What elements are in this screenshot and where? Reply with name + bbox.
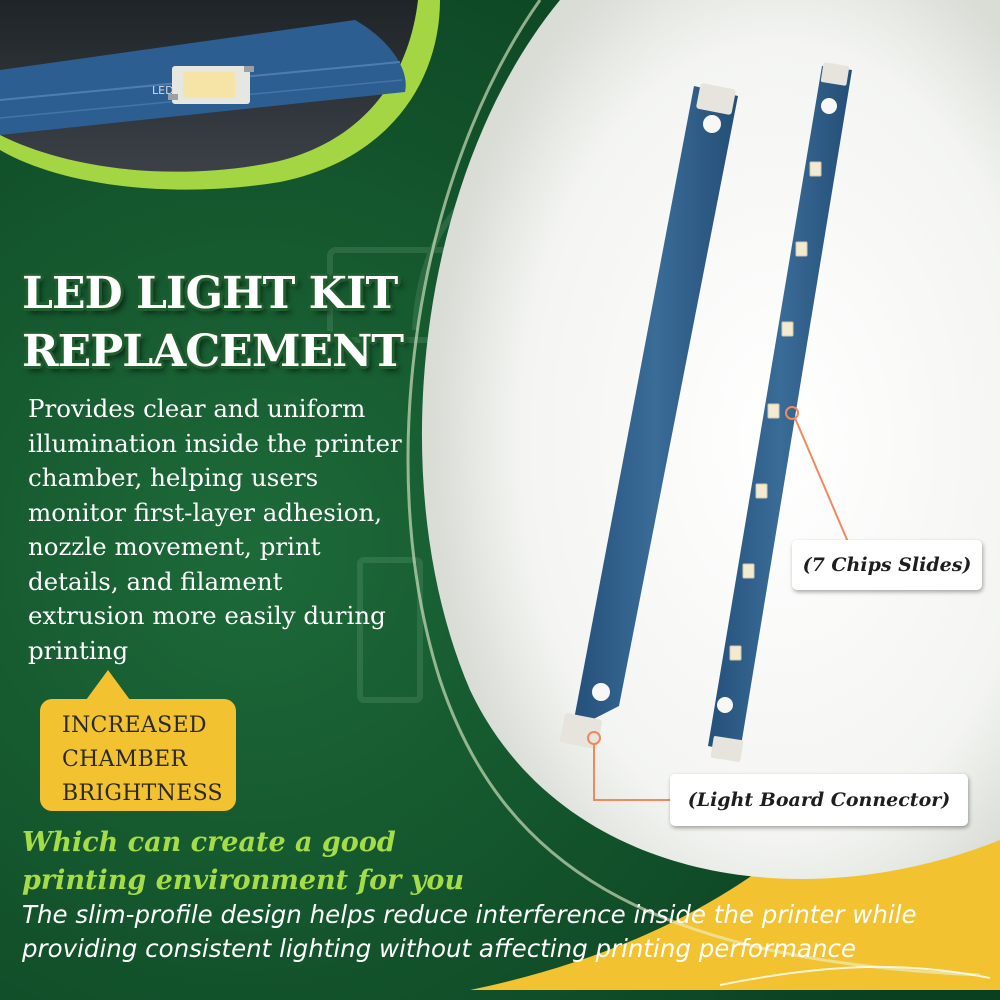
led-chip-icon — [742, 563, 755, 579]
led-board-left — [560, 83, 738, 749]
callout-line: BRIGHTNESS — [62, 781, 223, 806]
subtitle-text: Which can create a good printing environ… — [22, 827, 465, 896]
inset-silkscreen-label: LED — [152, 84, 174, 97]
led-chip-icon — [729, 645, 742, 661]
led-chip-icon — [755, 483, 768, 499]
title-line-2: REPLACEMENT — [22, 326, 404, 377]
callout-line: CHAMBER — [62, 747, 188, 772]
title-line-1: LED LIGHT KIT — [22, 268, 398, 319]
pointer-connector — [587, 731, 670, 801]
led-chip-icon — [767, 403, 780, 419]
callout-badge: INCREASED CHAMBER BRIGHTNESS — [40, 699, 236, 811]
led-board-right — [708, 62, 852, 762]
led-chip-icon — [809, 161, 822, 177]
led-chip-icon — [781, 321, 794, 337]
bottom-description: The slim-profile design helps reduce int… — [22, 900, 917, 963]
label-connector: (Light Board Connector) — [670, 774, 968, 826]
pointer-chips — [785, 406, 849, 543]
callout-pointer — [86, 670, 130, 700]
callout-line: INCREASED — [62, 713, 207, 738]
description-text: Provides clear and uniform illumination … — [28, 394, 402, 665]
inset-led-chip-icon — [168, 66, 254, 104]
led-chip-icon — [795, 241, 808, 257]
label-chips: (7 Chips Slides) — [792, 540, 982, 590]
